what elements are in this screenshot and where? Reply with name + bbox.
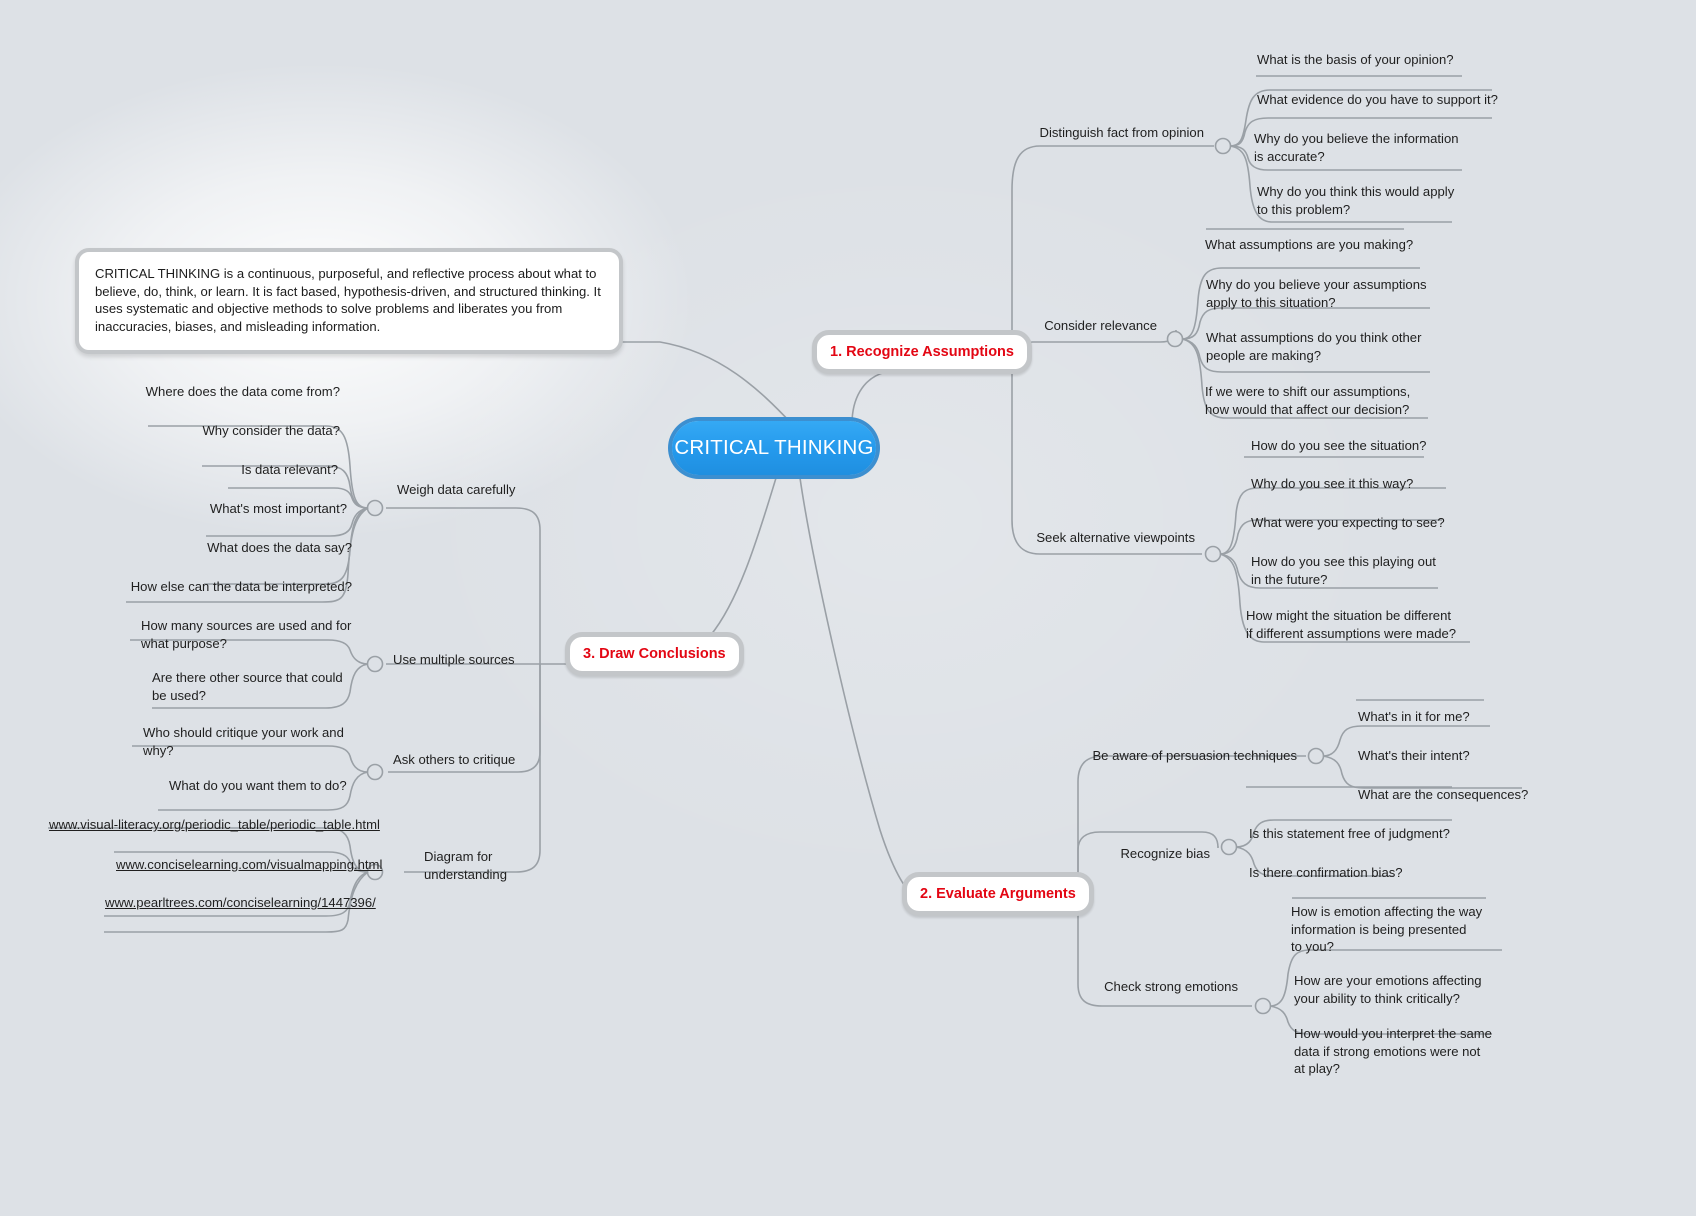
subbranch-label-be-aware-of-persuasion-techniques[interactable]: Be aware of persuasion techniques [1092,748,1297,763]
leaf-node[interactable]: How might the situation be different if … [1246,608,1457,641]
leaf-node-url[interactable]: www.conciselearning.com/visualmapping.ht… [116,857,383,872]
description-text: CRITICAL THINKING is a continuous, purpo… [95,266,601,334]
branch-label: 3. Draw Conclusions [583,646,726,662]
leaf-node[interactable]: Who should critique your work and why? [143,725,344,758]
leaf-node[interactable]: How many sources are used and for what p… [141,618,352,651]
subbranch-label-use-multiple-sources[interactable]: Use multiple sources [393,652,515,667]
leaf-node[interactable]: How would you interpret the same data if… [1294,1026,1492,1077]
leaf-node[interactable]: What evidence do you have to support it? [1257,92,1498,107]
subbranch-label-check-strong-emotions[interactable]: Check strong emotions [1104,979,1238,994]
branch-label: 1. Recognize Assumptions [830,344,1014,360]
leaf-node[interactable]: How is emotion affecting the way informa… [1291,904,1483,955]
leaf-node[interactable]: How do you see this playing out in the f… [1251,554,1436,587]
subbranch-label-consider-relevance[interactable]: Consider relevance [1044,318,1157,333]
center-node-label: CRITICAL THINKING [674,436,874,459]
leaf-node[interactable]: Is this statement free of judgment? [1249,826,1450,841]
leaf-node[interactable]: What were you expecting to see? [1251,515,1445,530]
leaf-node[interactable]: What are the consequences? [1358,787,1529,802]
leaf-node[interactable]: What is the basis of your opinion? [1257,52,1454,67]
leaf-node[interactable]: Why consider the data? [202,423,340,438]
leaf-node[interactable]: Why do you believe your assumptions appl… [1206,277,1427,310]
leaf-node[interactable]: How are your emotions affecting your abi… [1294,973,1482,1006]
leaf-node[interactable]: Is there confirmation bias? [1249,865,1403,880]
leaf-node[interactable]: What assumptions do you think other peop… [1206,330,1422,363]
leaf-node[interactable]: What's their intent? [1358,748,1470,763]
leaf-node[interactable]: How do you see the situation? [1251,438,1427,453]
leaf-node[interactable]: How else can the data be interpreted? [130,579,352,594]
subbranch-label-ask-others-to-critique[interactable]: Ask others to critique [393,752,516,767]
leaf-node-url[interactable]: www.visual-literacy.org/periodic_table/p… [49,817,380,832]
leaf-node[interactable]: What does the data say? [207,540,352,555]
center-node[interactable]: CRITICAL THINKING [672,421,876,475]
branch-node-draw-conclusions[interactable]: 3. Draw Conclusions [565,632,744,676]
leaf-node[interactable]: Is data relevant? [241,462,338,477]
leaf-node[interactable]: Why do you see it this way? [1251,476,1414,491]
subbranch-label-recognize-bias[interactable]: Recognize bias [1120,846,1210,861]
leaf-node[interactable]: Are there other source that could be use… [152,670,343,703]
branch-node-recognize-assumptions[interactable]: 1. Recognize Assumptions [812,330,1032,374]
subbranch-label-diagram-for-understanding[interactable]: Diagram for understanding [424,849,507,882]
leaf-node[interactable]: Where does the data come from? [145,384,340,399]
leaf-node[interactable]: What's most important? [209,501,347,516]
subbranch-label-distinguish-fact-from-opinion[interactable]: Distinguish fact from opinion [1039,125,1204,140]
leaf-node[interactable]: If we were to shift our assumptions, how… [1205,384,1411,417]
leaf-node[interactable]: Why do you believe the information is ac… [1254,131,1459,164]
leaf-node[interactable]: What's in it for me? [1358,709,1470,724]
description-box: CRITICAL THINKING is a continuous, purpo… [75,248,623,355]
branch-label: 2. Evaluate Arguments [920,886,1076,902]
branch-node-evaluate-arguments[interactable]: 2. Evaluate Arguments [902,872,1094,916]
leaf-node-url[interactable]: www.pearltrees.com/conciselearning/14473… [105,895,376,910]
leaf-node[interactable]: Why do you think this would apply to thi… [1257,184,1455,217]
leaf-node[interactable]: What assumptions are you making? [1205,237,1414,252]
subbranch-label-seek-alternative-viewpoints[interactable]: Seek alternative viewpoints [1036,530,1195,545]
subbranch-label-weigh-data-carefully[interactable]: Weigh data carefully [397,482,516,497]
leaf-node[interactable]: What do you want them to do? [169,778,347,793]
